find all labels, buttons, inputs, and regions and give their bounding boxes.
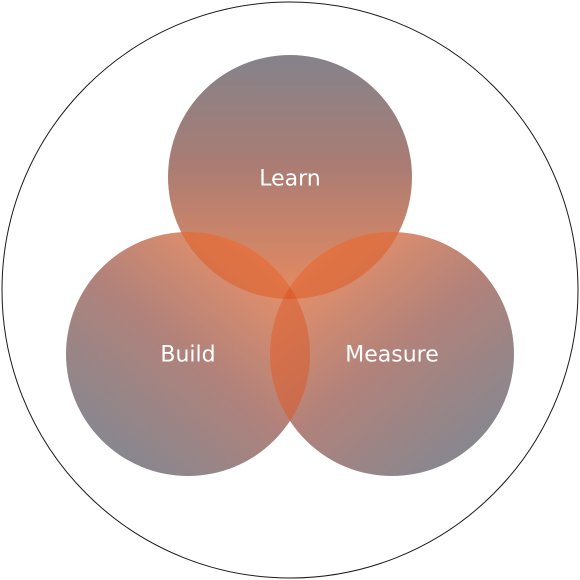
build-label: Build [160,343,215,368]
build-circle [66,232,310,476]
measure-label: Measure [345,343,439,368]
learn-label: Learn [259,167,321,192]
measure-circle [270,232,514,476]
learn-circle [168,55,412,299]
